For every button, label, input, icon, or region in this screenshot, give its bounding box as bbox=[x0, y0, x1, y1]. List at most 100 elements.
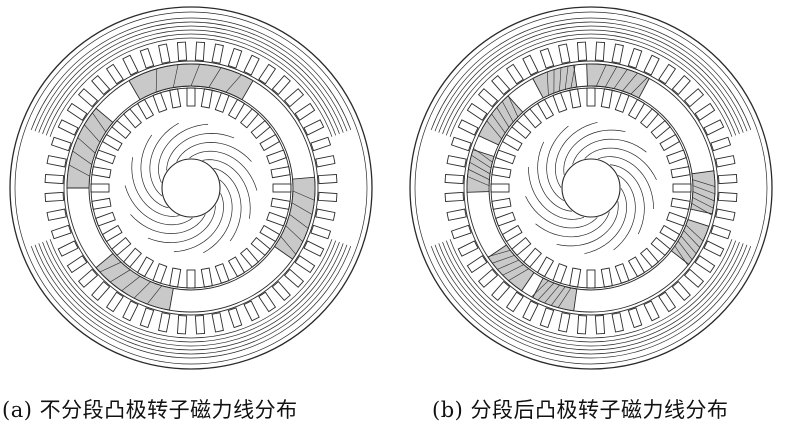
outer-stator-slot bbox=[243, 54, 260, 76]
flux-line bbox=[555, 121, 598, 188]
outer-stator-slot bbox=[671, 74, 691, 96]
flux-line bbox=[596, 64, 607, 87]
flux-line bbox=[502, 264, 524, 276]
flux-line bbox=[203, 179, 233, 254]
outer-stator-slot bbox=[310, 136, 332, 152]
outer-stator-slot bbox=[466, 102, 488, 121]
outer-stator-slot bbox=[283, 268, 305, 288]
flux-line bbox=[289, 214, 309, 229]
flux-line bbox=[42, 241, 340, 347]
flux-line bbox=[68, 164, 90, 177]
salient-pole-segment bbox=[670, 218, 710, 265]
outer-stator-slot bbox=[703, 240, 725, 257]
flux-line bbox=[559, 67, 562, 92]
outer-stator-slot bbox=[658, 291, 677, 313]
outer-stator-slot bbox=[539, 47, 555, 69]
flux-line bbox=[487, 250, 511, 258]
motor-flux-diagram-a bbox=[9, 6, 373, 370]
outer-stator-slot bbox=[57, 119, 79, 136]
inner-stator-outer-line bbox=[490, 87, 692, 289]
outer-stator-bore bbox=[463, 60, 719, 316]
outer-stator-slot bbox=[317, 191, 338, 203]
outer-yoke-flux-lines bbox=[430, 17, 752, 359]
flux-line bbox=[213, 167, 242, 242]
inner-stator-slot bbox=[186, 87, 196, 107]
outer-stator-slot bbox=[315, 155, 336, 168]
flux-line bbox=[38, 243, 344, 351]
outer-stator-slot bbox=[611, 312, 624, 333]
outer-stator-slot bbox=[576, 41, 588, 62]
flux-line bbox=[544, 284, 560, 304]
outer-stator-slot bbox=[710, 224, 732, 240]
inner-stator-slot bbox=[586, 87, 596, 107]
flux-line bbox=[34, 21, 348, 132]
flux-line bbox=[496, 107, 510, 128]
flux-line bbox=[584, 147, 657, 180]
shaft-bore bbox=[161, 158, 221, 218]
panel-b-segmented-rotor bbox=[400, 0, 800, 430]
outer-stator-slot bbox=[77, 88, 99, 108]
flux-line bbox=[131, 157, 180, 217]
outer-stator-slot bbox=[315, 208, 336, 221]
flux-line bbox=[442, 241, 740, 347]
outer-stator-slot bbox=[491, 74, 511, 96]
outer-stator-slot bbox=[450, 224, 472, 240]
outer-stator-slot bbox=[683, 88, 705, 108]
outer-stator-slot bbox=[317, 173, 338, 185]
outer-stator-slots bbox=[444, 41, 738, 335]
flux-line bbox=[677, 240, 693, 260]
flux-line bbox=[49, 37, 333, 137]
flux-line bbox=[30, 246, 352, 359]
salient-pole-segment bbox=[532, 64, 578, 99]
flux-line bbox=[291, 202, 313, 215]
flux-line bbox=[30, 17, 352, 130]
flux-line bbox=[468, 169, 490, 180]
flux-line bbox=[189, 150, 258, 191]
outer-stator-slot bbox=[91, 74, 111, 96]
flux-line bbox=[680, 235, 697, 254]
outer-stator-slot bbox=[522, 300, 539, 322]
flux-line bbox=[613, 69, 628, 89]
flux-line bbox=[597, 156, 654, 210]
outer-stator-slot bbox=[105, 63, 124, 85]
flux-line bbox=[72, 150, 92, 165]
flux-line bbox=[674, 245, 689, 266]
outer-stator-slot bbox=[446, 208, 467, 221]
shaft-bore bbox=[561, 158, 621, 218]
salient-pole-rotor bbox=[466, 63, 716, 313]
outer-stator-bore bbox=[63, 60, 319, 316]
flux-line bbox=[99, 261, 122, 273]
outer-stator-slot bbox=[176, 314, 188, 335]
flux-line bbox=[155, 68, 158, 93]
panel-a-unsegmented-rotor bbox=[9, 6, 373, 370]
flux-line bbox=[124, 185, 193, 226]
flux-line bbox=[140, 134, 169, 209]
salient-pole-segment bbox=[128, 63, 254, 101]
flux-line bbox=[430, 246, 752, 359]
flux-line bbox=[508, 95, 519, 118]
outer-stator-slot bbox=[477, 268, 499, 288]
outer-stator-slot bbox=[227, 307, 243, 329]
outer-stator-slot bbox=[627, 307, 643, 329]
outer-stator-slots bbox=[44, 41, 338, 335]
flux-line bbox=[692, 185, 715, 195]
inner-stator-slot bbox=[90, 183, 110, 193]
flux-line bbox=[622, 72, 638, 92]
outer-stator-slot bbox=[457, 240, 479, 257]
salient-pole-rotor bbox=[66, 63, 316, 313]
flux-line bbox=[110, 269, 131, 283]
flux-line bbox=[38, 25, 344, 133]
outer-stator-slot bbox=[611, 43, 624, 64]
outer-stator-slot bbox=[66, 255, 88, 274]
outer-stator-slot bbox=[77, 268, 99, 288]
outer-stator-slot bbox=[594, 314, 606, 335]
flux-line bbox=[546, 125, 569, 201]
flux-line bbox=[292, 190, 315, 201]
outer-stator-slot bbox=[491, 280, 511, 302]
outer-stator-slot bbox=[122, 54, 139, 76]
outer-stator-slot bbox=[643, 54, 660, 76]
flux-line bbox=[556, 201, 619, 247]
flux-line bbox=[285, 225, 303, 242]
flux-line bbox=[438, 25, 744, 133]
